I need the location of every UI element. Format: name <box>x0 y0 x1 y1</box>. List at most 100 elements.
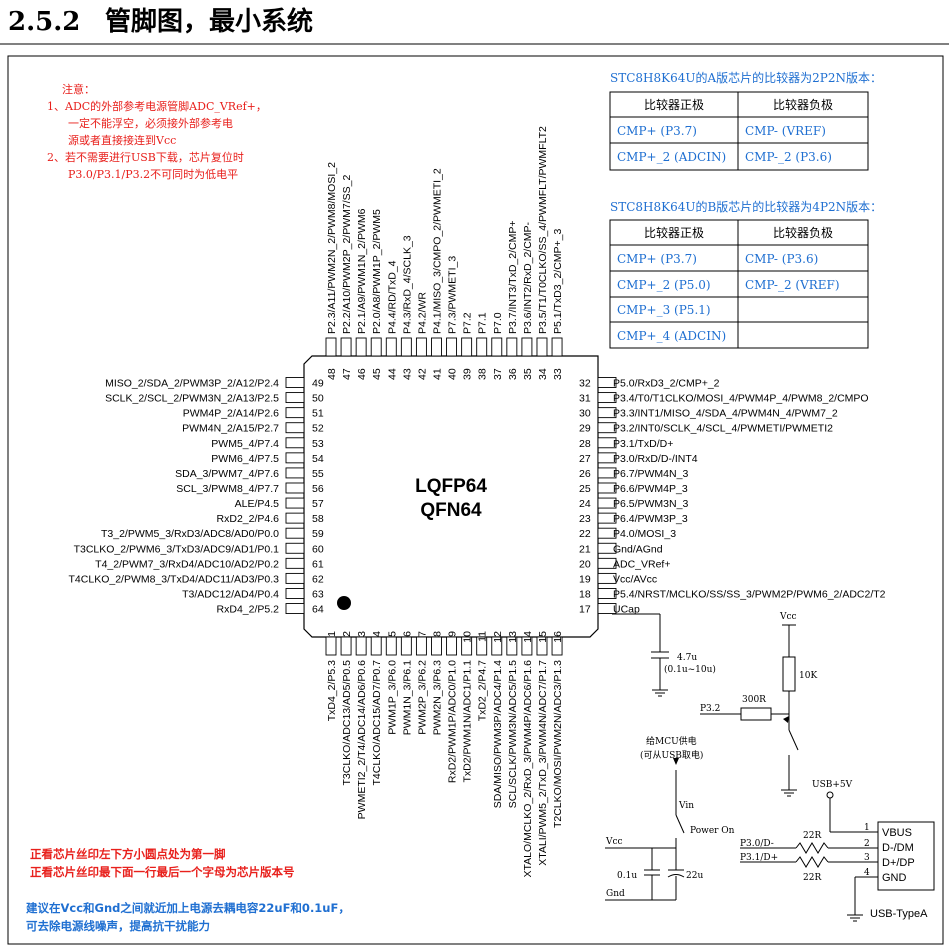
pin-pad <box>285 467 305 479</box>
r22a-label: 22R <box>803 831 821 841</box>
pin-label: TxD2/PWM1N/ADC1/P1.1 <box>462 660 474 783</box>
pin-pad <box>285 437 305 449</box>
cap-value: 4.7u <box>677 653 697 663</box>
pin-pad <box>385 636 397 656</box>
pin-pad <box>340 636 352 656</box>
pin-label: SDA/MISO/PWM3P/ADC4/P1.4 <box>492 660 504 808</box>
pin-pad <box>400 636 412 656</box>
pin-number: 12 <box>492 631 504 643</box>
pin-number: 6 <box>401 631 413 637</box>
pin-pad <box>597 527 617 539</box>
pin-label: SCLK_2/SCL_2/PWM3N_2/A13/P2.5 <box>105 393 279 405</box>
pin-number: 57 <box>312 498 324 510</box>
pin-label: PWM2N_3/P6.3 <box>431 660 443 735</box>
pin-pad <box>285 572 305 584</box>
pin-label: P2.0/A8/PWM1P_2/PWM5 <box>371 209 383 334</box>
pin-label: T4CLKO_2/PWM8_3/TxD4/ADC11/AD3/P0.3 <box>69 573 280 585</box>
pin-label: P4.1/MISO_3/CMPO_2/PWMETI_2 <box>431 168 443 334</box>
pin-number: 17 <box>579 604 591 616</box>
pin-label: T3/ADC12/AD4/P0.4 <box>182 588 279 600</box>
pin-number: 14 <box>522 631 534 643</box>
r300-label: 300R <box>742 695 766 705</box>
pin1-dot <box>337 596 351 610</box>
pin-pad <box>597 452 617 464</box>
pin-pad <box>285 392 305 404</box>
pin-number: 16 <box>552 631 564 643</box>
pin-number: 38 <box>477 368 489 380</box>
pin-pad <box>415 636 427 656</box>
pin-label: PWM5_4/P7.4 <box>211 438 279 450</box>
table-header: 比较器正极 <box>644 97 704 112</box>
pin-number: 33 <box>552 368 564 380</box>
table-header: 比较器正极 <box>644 225 704 240</box>
table-cell: CMP+_4 (ADCIN) <box>617 329 726 343</box>
pin-label: TxD4_2/P5.3 <box>326 660 338 721</box>
resistor-22r-a <box>795 842 829 854</box>
power-on-label: Power On <box>690 826 735 836</box>
section-number: 2.5.2 <box>8 7 80 37</box>
pin-pad <box>597 467 617 479</box>
cap-plate-curved <box>667 874 685 878</box>
usb-pin-num: 1 <box>864 823 870 833</box>
pin-number: 26 <box>579 468 591 480</box>
usb-pin-num: 2 <box>864 839 870 849</box>
footer-blue-2: 可去除电源线噪声，提高抗干扰能力 <box>26 919 210 933</box>
pin-pad <box>491 636 503 656</box>
pin-number: 50 <box>312 393 324 405</box>
usb-pin-num: 4 <box>864 868 870 878</box>
pin-number: 48 <box>326 368 338 380</box>
pin-label: P3.7/INT3/TxD_2/CMP+ <box>507 221 519 335</box>
pin-pad <box>400 337 412 357</box>
comparator-table-b: STC8H8K64U的B版芯片的比较器为4P2N版本： 比较器正极 比较器负极 … <box>609 199 882 349</box>
pin-label: PWM2P_3/P6.2 <box>416 660 428 735</box>
table-a-border <box>609 91 869 171</box>
pin-number: 20 <box>579 558 591 570</box>
pin-number: 28 <box>579 438 591 450</box>
pin-number: 19 <box>579 573 591 585</box>
pin-pad <box>597 603 617 614</box>
pin-number: 62 <box>312 573 324 585</box>
pin-pad <box>506 337 518 357</box>
pin-pad <box>597 482 617 494</box>
notes: 注意： 1、ADC的外部参考电源管脚ADC_VRef+， 一定不能浮空，必须接外… <box>47 82 267 181</box>
pin-label: P4.0/MOSI_3 <box>613 528 676 540</box>
usb-connector <box>877 821 935 891</box>
pin-label: PWM6_4/P7.5 <box>211 453 279 465</box>
pin-pad <box>597 437 617 449</box>
pin-pad <box>370 636 382 656</box>
pin-pad <box>325 337 337 357</box>
switch <box>788 729 799 751</box>
pin-number: 55 <box>312 468 324 480</box>
chip-package-2: QFN64 <box>420 500 482 521</box>
pin-number: 31 <box>579 393 591 405</box>
arrow <box>783 716 789 723</box>
circuit <box>605 613 935 922</box>
pin-label: P4.4/RD/TxD_4 <box>386 260 398 334</box>
pin-label: T4_2/PWM7_3/RxD4/ADC10/AD2/P0.2 <box>95 558 279 570</box>
pin-number: 32 <box>579 378 591 390</box>
pin-number: 61 <box>312 558 324 570</box>
pin-number: 1 <box>326 631 338 637</box>
pin-number: 63 <box>312 588 324 600</box>
pin-label: P5.0/RxD3_2/CMP+_2 <box>613 378 720 390</box>
pin-label: UCap <box>613 604 640 616</box>
pin-number: 8 <box>431 631 443 637</box>
pin-number: 2 <box>341 631 353 637</box>
c01-label: 0.1u <box>617 871 637 881</box>
pin-number: 45 <box>371 368 383 380</box>
circuit-labels: 4.7u (0.1u~10u) Vcc 10K 300R P3.2 给MCU供电… <box>605 612 928 920</box>
usb-pin-label: D+/DP <box>882 857 915 869</box>
table-cell: CMP- (P3.6) <box>745 252 818 266</box>
note-line: 一定不能浮空，必须接外部参考电 <box>68 116 233 130</box>
table-cell: CMP+_2 (ADCIN) <box>617 150 726 164</box>
pin-number: 64 <box>312 604 324 616</box>
table-cell: CMP+ (P3.7) <box>617 252 697 266</box>
table-b-caption: STC8H8K64U的B版芯片的比较器为4P2N版本： <box>610 199 882 214</box>
pin-pad <box>285 422 305 434</box>
pin-label: ALE/P4.5 <box>235 498 280 510</box>
pin-label: P4.3/RxD_4/SCLK_3 <box>401 235 413 334</box>
pin-label: RxD4_2/P5.2 <box>217 604 280 616</box>
pin-number: 4 <box>371 631 383 637</box>
table-cell: CMP+_2 (P5.0) <box>617 278 711 292</box>
pin-pad <box>597 512 617 524</box>
